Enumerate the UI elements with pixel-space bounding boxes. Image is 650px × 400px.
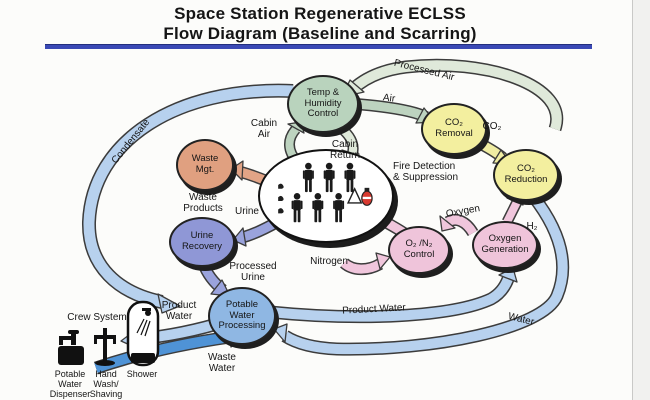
water-flow-band bbox=[273, 191, 570, 356]
node-waste-mgt: Waste Mgt. bbox=[176, 139, 234, 191]
small-item-icons bbox=[278, 183, 284, 214]
nitrogen-arrow bbox=[340, 252, 391, 276]
page-title-line1: Space Station Regenerative ECLSS bbox=[174, 4, 466, 23]
hand-wash-icon bbox=[94, 328, 116, 366]
page-title: Space Station Regenerative ECLSS Flow Di… bbox=[0, 4, 640, 44]
scan-page-edge bbox=[632, 0, 650, 400]
label-fire-detection: Fire Detection & Suppression bbox=[393, 161, 459, 184]
node-co2-removal: CO₂ Removal bbox=[421, 103, 487, 155]
warning-triangle-icon bbox=[346, 187, 363, 204]
cabin-crew-ellipse bbox=[258, 149, 394, 243]
potable-water-dispenser-icon bbox=[58, 330, 84, 365]
product-water-flow-band bbox=[269, 267, 518, 324]
label-product-water-left: Product Water bbox=[161, 300, 197, 323]
label-processed-urine: Processed Urine bbox=[229, 261, 277, 284]
page-title-line2: Flow Diagram (Baseline and Scarring) bbox=[163, 24, 477, 44]
node-oxygen-generation: Oxygen Generation bbox=[472, 221, 538, 269]
title-underline-rule bbox=[45, 44, 592, 49]
node-potable-water-processing: Potable Water Processing bbox=[208, 287, 276, 345]
shower-icon bbox=[126, 300, 160, 367]
label-waste-products: Waste Products bbox=[183, 192, 223, 215]
oxygen-arrow bbox=[439, 213, 479, 237]
crew-figures bbox=[291, 162, 356, 223]
label-hand-wash-shaving: Hand Wash/ Shaving bbox=[89, 369, 123, 400]
label-shower: Shower bbox=[126, 369, 158, 379]
label-nitrogen: Nitrogen bbox=[310, 256, 348, 267]
condensate-flow-band bbox=[81, 83, 294, 314]
node-o2n2-control: O₂ /N₂ Control bbox=[388, 226, 450, 274]
node-urine-recovery: Urine Recovery bbox=[169, 217, 235, 267]
label-h2: H₂ bbox=[526, 221, 538, 232]
label-waste-water: Waste Water bbox=[208, 352, 236, 375]
label-cabin-return: Cabin Return bbox=[329, 139, 360, 162]
fire-extinguisher-icon bbox=[361, 187, 373, 206]
label-cabin-air: Cabin Air bbox=[250, 118, 278, 141]
node-temp-humidity-control: Temp & Humidity Control bbox=[287, 75, 359, 133]
label-co2: CO₂ bbox=[482, 121, 502, 132]
label-potable-water-dispenser: Potable Water Dispenser bbox=[49, 369, 91, 400]
label-urine: Urine bbox=[235, 206, 259, 217]
crew-system-heading: Crew System bbox=[67, 312, 127, 323]
node-co2-reduction: CO₂ Reduction bbox=[493, 149, 559, 201]
